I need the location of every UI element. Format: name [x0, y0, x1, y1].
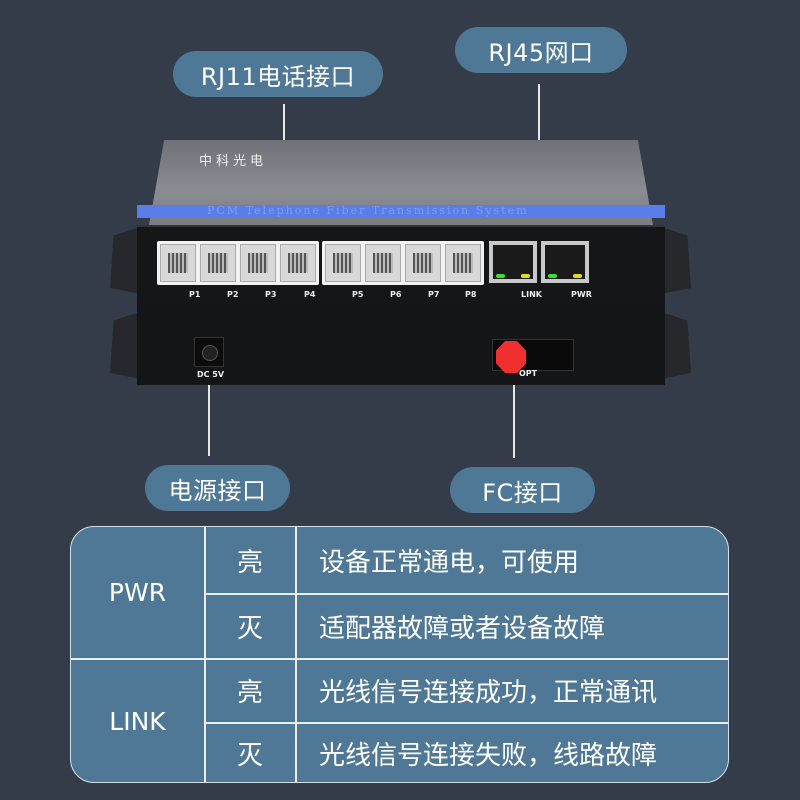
divider — [204, 593, 728, 595]
rj11-port-p3 — [240, 244, 276, 282]
port-label-p7: P7 — [428, 290, 440, 299]
rj11-port-p1 — [160, 244, 196, 282]
rj11-port-p2 — [200, 244, 236, 282]
divider — [295, 527, 297, 782]
state-cell: 亮 — [236, 678, 263, 708]
meaning-cell: 设备正常通电，可使用 — [319, 547, 580, 578]
rj11-port-p4 — [280, 244, 316, 282]
divider — [204, 527, 206, 782]
pcm-device-bottom: DC 5V OPT — [137, 305, 665, 385]
port-label-p4: P4 — [304, 290, 316, 299]
rj45-port-link — [489, 241, 537, 283]
rj11-group-1 — [157, 241, 319, 285]
leader-line-fc — [513, 368, 515, 458]
callout-power: 电源接口 — [145, 465, 290, 511]
port-label-p2: P2 — [227, 290, 239, 299]
port-label-link: LINK — [521, 290, 542, 299]
meaning-cell: 适配器故障或者设备故障 — [319, 613, 606, 644]
state-cell: 亮 — [236, 547, 263, 578]
port-label-p1: P1 — [189, 290, 201, 299]
led-green-icon — [496, 274, 505, 278]
port-label-p6: P6 — [390, 290, 402, 299]
led-yellow-icon — [573, 274, 582, 278]
pcm-device-top: 中科光电 PCM Telephone Fiber Transmission Sy… — [137, 140, 665, 307]
port-label-pwr: PWR — [571, 290, 592, 299]
led-green-icon — [548, 274, 557, 278]
callout-fc: FC接口 — [450, 467, 595, 513]
port-label-p8: P8 — [465, 290, 477, 299]
meaning-cell: 光线信号连接成功，正常通讯 — [319, 678, 658, 708]
state-cell: 灭 — [236, 740, 263, 771]
rj11-group-2 — [322, 241, 484, 285]
callout-rj45: RJ45网口 — [455, 27, 627, 73]
meaning-cell: 光线信号连接失败，线路故障 — [319, 740, 658, 771]
callout-rj11: RJ11电话接口 — [173, 51, 383, 97]
led-status-table: PWR 亮 设备正常通电，可使用 灭 适配器故障或者设备故障 LINK 亮 光线… — [70, 526, 729, 783]
rj11-port-p6 — [365, 244, 401, 282]
opt-label: OPT — [519, 369, 538, 378]
stripe-text: PCM Telephone Fiber Transmission System — [207, 204, 529, 217]
rj11-port-p5 — [325, 244, 361, 282]
port-label-p5: P5 — [352, 290, 364, 299]
divider — [71, 658, 728, 660]
device-stripe: PCM Telephone Fiber Transmission System — [137, 204, 665, 218]
port-label-p3: P3 — [265, 290, 277, 299]
front-panel: P1 P2 P3 P4 P5 P6 P7 P8 LINK PWR — [137, 225, 665, 307]
rj11-port-p8 — [445, 244, 481, 282]
state-cell: 灭 — [236, 613, 263, 644]
rj45-port-pwr — [541, 241, 589, 283]
dc-power-jack — [194, 337, 224, 367]
dc-label: DC 5V — [197, 370, 225, 379]
divider — [204, 722, 728, 724]
indicator-pwr: PWR — [108, 578, 167, 607]
brand-logo: 中科光电 — [199, 154, 268, 169]
rj45-group — [489, 241, 589, 283]
rj11-port-p7 — [405, 244, 441, 282]
leader-line-power — [208, 368, 210, 456]
fc-connector — [496, 341, 526, 373]
led-yellow-icon — [521, 274, 530, 278]
indicator-link: LINK — [109, 707, 166, 736]
